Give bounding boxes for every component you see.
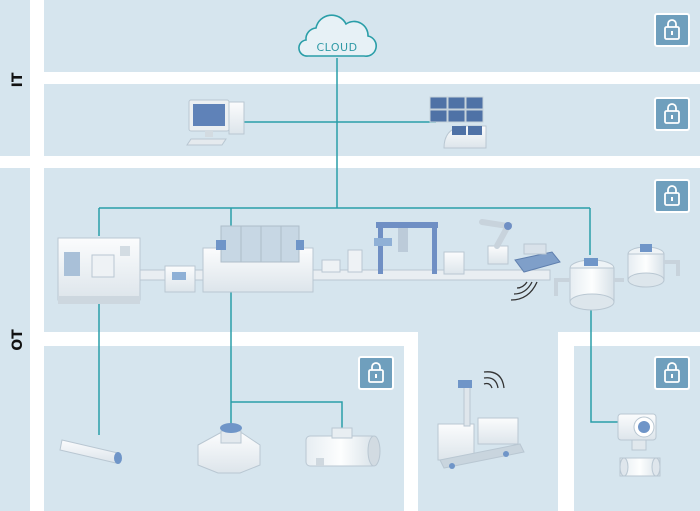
desktop-computer [186, 99, 245, 146]
label-column [0, 0, 30, 511]
lock-icon [654, 356, 690, 390]
lock-icon [654, 179, 690, 213]
it-office-zone [44, 84, 700, 156]
it-label: IT [10, 72, 26, 87]
process-tank-small [627, 244, 680, 288]
it-cloud-zone [44, 0, 700, 72]
process-tank-large [554, 258, 624, 311]
wireless-signal-icon [483, 371, 505, 389]
mobile-robot-platform [437, 380, 525, 469]
lock-icon [654, 97, 690, 131]
robot-arm [479, 219, 513, 265]
lock-icon [654, 13, 690, 47]
divider-it-ot [0, 156, 700, 168]
packaging-machine [202, 225, 314, 293]
control-room-workstation [429, 96, 487, 149]
flow-meter [617, 413, 661, 477]
cloud-icon: CLOUD [298, 14, 377, 57]
lock-icon [358, 356, 394, 390]
production-line [57, 219, 680, 311]
push-button-station [197, 423, 261, 474]
ot-label: OT [10, 329, 26, 351]
gantry-robot [374, 222, 438, 274]
cnc-machine [57, 237, 141, 304]
proximity-sensor [59, 439, 122, 464]
wireless-signal-icon [510, 281, 538, 301]
electric-motor [305, 427, 381, 467]
agv-cart [514, 243, 561, 273]
network-links [98, 58, 618, 435]
cloud-label: CLOUD [316, 41, 357, 54]
